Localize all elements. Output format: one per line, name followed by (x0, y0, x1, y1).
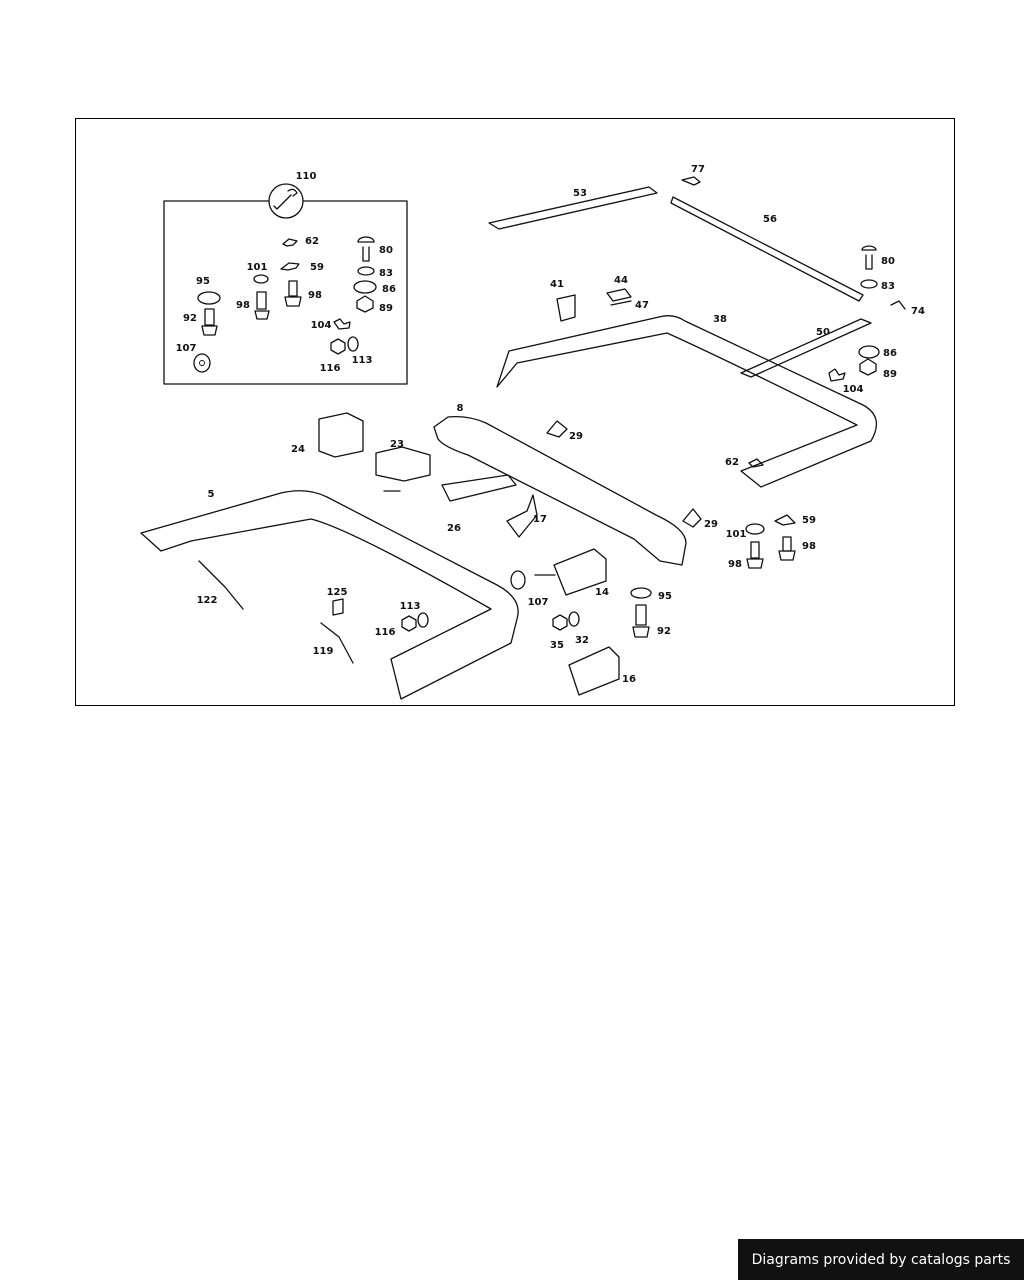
callout-label: 29 (569, 431, 583, 442)
wrench-icon (268, 183, 304, 219)
lower-bumper (140, 490, 796, 700)
callout-label: 116 (320, 363, 341, 374)
callout-labels: 110 62 59 80 101 83 95 98 98 86 89 92 10… (176, 164, 925, 685)
parts-diagram: 110 62 59 80 101 83 95 98 98 86 89 92 10… (75, 118, 955, 706)
credit-badge: Diagrams provided by catalogs parts (738, 1239, 1024, 1280)
callout-label: 8 (457, 403, 464, 414)
callout-label: 59 (802, 515, 816, 526)
callout-label: 16 (622, 674, 636, 685)
callout-label: 83 (379, 268, 393, 279)
callout-label: 95 (196, 276, 210, 287)
rear-bumper-assembly (488, 176, 906, 488)
callout-label: 74 (911, 306, 925, 317)
callout-label: 41 (550, 279, 564, 290)
bumper-carrier (318, 412, 764, 566)
callout-label: 80 (379, 245, 393, 256)
callout-label: 113 (400, 601, 421, 612)
callout-label: 53 (573, 188, 587, 199)
callout-label: 107 (528, 597, 549, 608)
callout-label: 98 (308, 290, 322, 301)
exploded-parts-view: 110 62 59 80 101 83 95 98 98 86 89 92 10… (140, 164, 925, 700)
callout-label: 77 (691, 164, 705, 175)
callout-label: 62 (305, 236, 319, 247)
inset-hardware-parts (193, 236, 377, 373)
callout-label: 116 (375, 627, 396, 638)
callout-label: 98 (236, 300, 250, 311)
callout-label: 119 (313, 646, 334, 657)
callout-label: 101 (726, 529, 747, 540)
callout-label: 95 (658, 591, 672, 602)
callout-label: 89 (883, 369, 897, 380)
callout-label: 44 (614, 275, 628, 286)
callout-label: 80 (881, 256, 895, 267)
callout-label: 104 (311, 320, 332, 331)
callout-label: 26 (447, 523, 461, 534)
callout-label: 5 (208, 489, 215, 500)
callout-label: 92 (657, 626, 671, 637)
callout-label: 47 (635, 300, 649, 311)
callout-label: 113 (352, 355, 373, 366)
credit-text: Diagrams provided by catalogs parts (751, 1251, 1011, 1268)
callout-label: 29 (704, 519, 718, 530)
callout-label: 17 (533, 514, 547, 525)
callout-label: 56 (763, 214, 777, 225)
callout-label: 50 (816, 327, 830, 338)
callout-label: 35 (550, 640, 564, 651)
callout-label: 92 (183, 313, 197, 324)
callout-label: 125 (327, 587, 348, 598)
callout-label: 86 (382, 284, 396, 295)
callout-label: 62 (725, 457, 739, 468)
callout-label: 24 (291, 444, 305, 455)
callout-label: 101 (247, 262, 268, 273)
callout-label: 107 (176, 343, 197, 354)
callout-label: 38 (713, 314, 727, 325)
callout-label: 86 (883, 348, 897, 359)
callout-label: 110 (296, 171, 317, 182)
callout-label: 83 (881, 281, 895, 292)
callout-label: 98 (728, 559, 742, 570)
callout-label: 14 (595, 587, 609, 598)
callout-label: 59 (310, 262, 324, 273)
callout-label: 122 (197, 595, 218, 606)
hardware-inset-box (163, 183, 408, 385)
callout-label: 104 (843, 384, 864, 395)
callout-label: 98 (802, 541, 816, 552)
callout-label: 32 (575, 635, 589, 646)
callout-label: 23 (390, 439, 404, 450)
callout-label: 89 (379, 303, 393, 314)
